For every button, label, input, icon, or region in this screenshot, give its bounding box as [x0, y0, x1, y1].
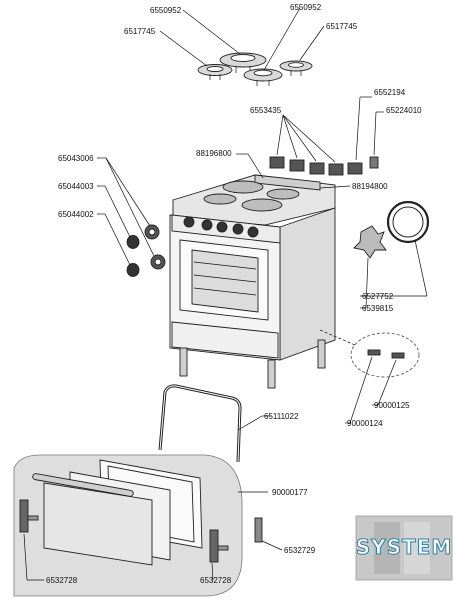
label-90000125: 90000125	[374, 401, 410, 410]
hotplate-right	[279, 60, 313, 76]
label-6532729: 6532729	[284, 546, 316, 555]
knob-set	[126, 224, 166, 277]
label-65044003: 65044003	[58, 182, 94, 191]
fan-and-element	[353, 200, 430, 259]
label-6527752: 6527752	[362, 292, 394, 301]
hotplate-left	[197, 64, 233, 80]
system-logo: SYSTEM	[355, 515, 453, 581]
label-6552194: 6552194	[374, 88, 406, 97]
door-panels	[32, 459, 203, 566]
label-6550952-top: 6550952	[150, 6, 182, 15]
cooker-body	[169, 174, 336, 389]
label-6532728-left: 6532728	[46, 576, 78, 585]
hotplate-front-center	[243, 68, 283, 86]
label-90000177: 90000177	[272, 488, 308, 497]
door-hinge-left	[19, 499, 39, 533]
logo-text: SYSTEM	[356, 535, 453, 559]
hotplate-top-center	[219, 52, 267, 73]
label-65044002: 65044002	[58, 210, 94, 219]
label-6532728-right: 6532728	[200, 576, 232, 585]
detail-circle	[350, 332, 420, 378]
label-6517745-left: 6517745	[124, 27, 156, 36]
hinge-bracket	[254, 517, 263, 543]
label-90000124: 90000124	[347, 419, 383, 428]
label-6553435: 6553435	[250, 106, 282, 115]
label-88196800: 88196800	[196, 149, 232, 158]
switch-row	[269, 156, 379, 176]
label-65224010: 65224010	[386, 106, 422, 115]
label-65111022: 65111022	[264, 412, 299, 421]
label-65043006: 65043006	[58, 154, 94, 163]
label-6550952-right: 6550952	[290, 3, 322, 12]
label-6517745-right: 6517745	[326, 22, 358, 31]
label-88194800: 88194800	[352, 182, 388, 191]
label-6539815: 6539815	[362, 304, 394, 313]
door-hinge-right	[209, 529, 229, 563]
